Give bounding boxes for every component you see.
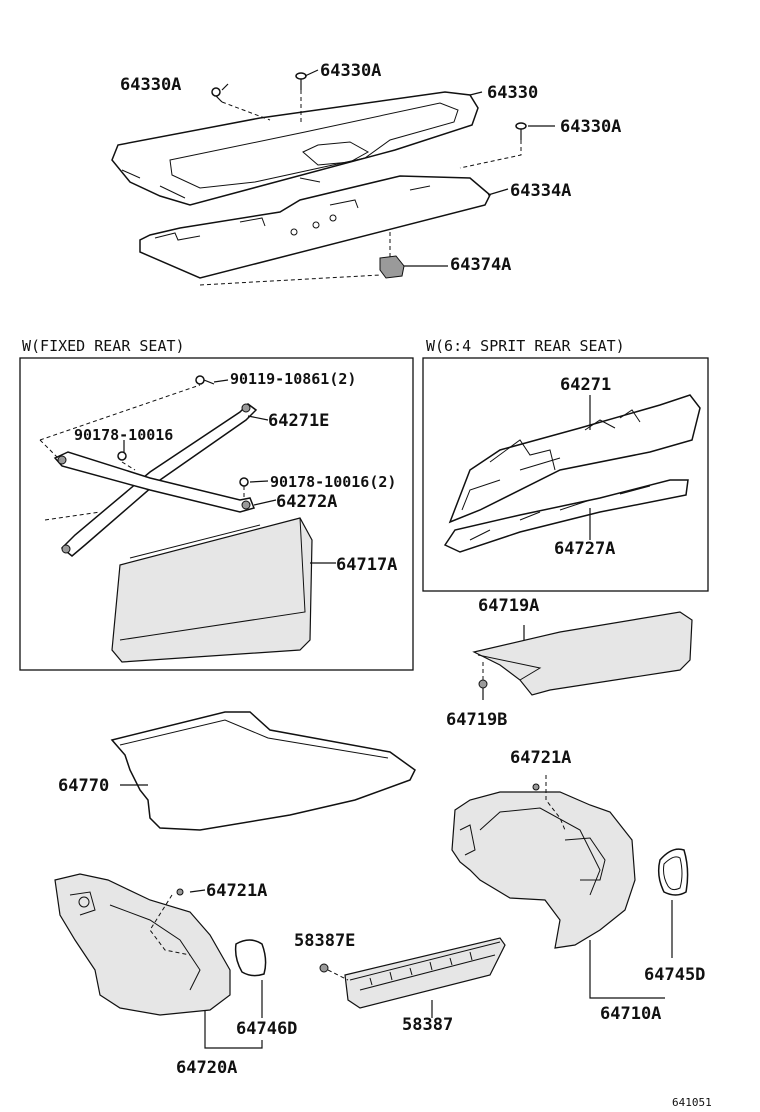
bracket-icon bbox=[379, 255, 405, 279]
clip-icon bbox=[515, 122, 527, 140]
label-64330A-top: 64330A bbox=[320, 61, 381, 81]
clip-icon bbox=[478, 679, 488, 700]
package-tray-silencer bbox=[139, 175, 491, 279]
label-64746D: 64746D bbox=[236, 1019, 297, 1039]
trim-cover-icon bbox=[234, 939, 267, 977]
fixed-seat-frame bbox=[19, 357, 414, 671]
clip-icon bbox=[211, 87, 223, 103]
label-64719B: 64719B bbox=[446, 710, 507, 730]
section-split-rear-seat: W(6:4 SPRIT REAR SEAT) bbox=[426, 337, 625, 355]
label-64374A: 64374A bbox=[450, 255, 511, 275]
label-58387E: 58387E bbox=[294, 931, 355, 951]
trim-cover-icon bbox=[657, 848, 689, 896]
label-64271E: 64271E bbox=[268, 411, 329, 431]
split-seat-frame bbox=[422, 357, 709, 592]
label-64272A: 64272A bbox=[276, 492, 337, 512]
clip-icon bbox=[176, 888, 184, 896]
clip-icon bbox=[295, 72, 307, 90]
bolt-icon bbox=[195, 375, 215, 385]
label-64770: 64770 bbox=[58, 776, 109, 796]
left-quarter-trim bbox=[54, 873, 231, 1016]
bolt-icon bbox=[117, 451, 127, 461]
label-64745D: 64745D bbox=[644, 965, 705, 985]
label-58387: 58387 bbox=[402, 1015, 453, 1035]
clip-icon bbox=[532, 783, 540, 791]
rear-seat-brace bbox=[53, 403, 258, 557]
label-64717A: 64717A bbox=[336, 555, 397, 575]
split-seat-trim-upper bbox=[448, 394, 701, 524]
label-90119-10861: 90119-10861(2) bbox=[230, 370, 356, 388]
label-64334A: 64334A bbox=[510, 181, 571, 201]
package-tray-trim bbox=[111, 91, 479, 206]
label-64710A: 64710A bbox=[600, 1004, 661, 1024]
label-64330A-right: 64330A bbox=[560, 117, 621, 137]
label-64720A: 64720A bbox=[176, 1058, 237, 1078]
label-64721A-right: 64721A bbox=[510, 748, 571, 768]
label-64330A-left: 64330A bbox=[120, 75, 181, 95]
seatback-panel bbox=[111, 517, 313, 663]
figure-number: 641051 bbox=[672, 1096, 712, 1109]
bolt-icon bbox=[239, 477, 249, 487]
scuff-plate bbox=[344, 937, 506, 1009]
label-90178-10016-b: 90178-10016(2) bbox=[270, 473, 396, 491]
label-64721A-left: 64721A bbox=[206, 881, 267, 901]
right-quarter-trim bbox=[451, 791, 636, 949]
label-64271: 64271 bbox=[560, 375, 611, 395]
deck-trim-panel bbox=[472, 611, 693, 696]
trunk-floor-mat bbox=[110, 711, 416, 831]
section-fixed-rear-seat: W(FIXED REAR SEAT) bbox=[22, 337, 185, 355]
screw-icon bbox=[319, 963, 329, 973]
label-64719A: 64719A bbox=[478, 596, 539, 616]
label-90178-10016-a: 90178-10016 bbox=[74, 426, 173, 444]
split-seat-trim-lower bbox=[443, 479, 689, 553]
label-64330: 64330 bbox=[487, 83, 538, 103]
label-64727A: 64727A bbox=[554, 539, 615, 559]
